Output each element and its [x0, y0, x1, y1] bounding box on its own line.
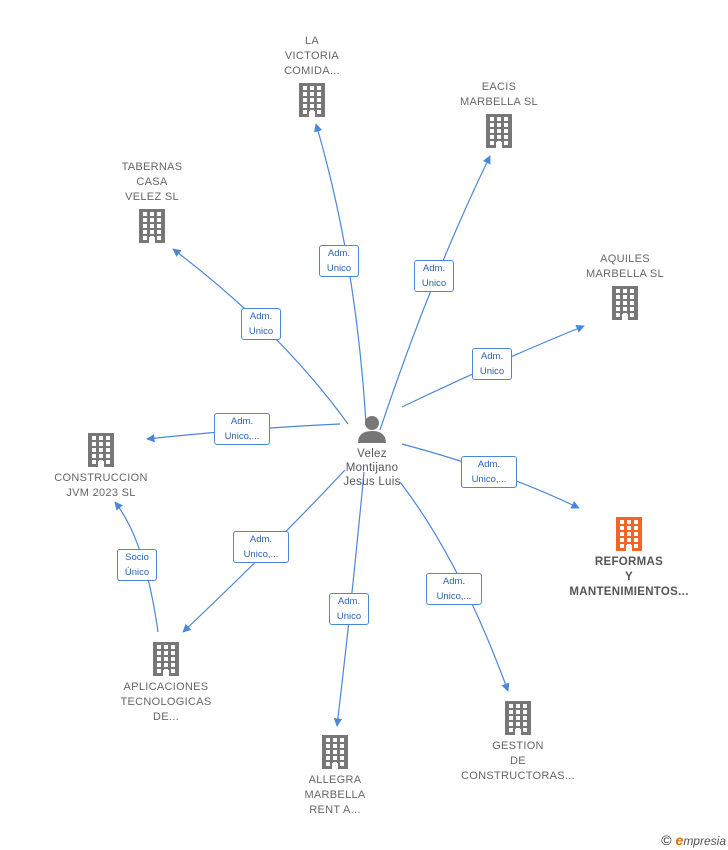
- edge-label-line: Unico: [326, 263, 352, 274]
- edge-label[interactable]: Adm. Unico: [414, 260, 454, 292]
- edge-label-line: Adm.: [480, 351, 504, 362]
- edge-eacis: [379, 155, 491, 431]
- edge-label[interactable]: Adm. Unico,...: [233, 531, 289, 563]
- edge-label-line: Unico,...: [436, 591, 472, 602]
- node-label: TABERNAS CASA VELEZ SL: [121, 161, 183, 203]
- node-label: AQUILES MARBELLA SL: [586, 253, 664, 280]
- edge-label-line: Socio: [125, 552, 149, 563]
- edge-label[interactable]: Adm. Unico: [472, 348, 512, 380]
- company-node-aplicaciones[interactable]: APLICACIONES TECNOLOGICAS DE...: [91, 642, 241, 725]
- person-icon: [297, 415, 447, 443]
- edge-label-line: Adm.: [337, 596, 361, 607]
- edge-label-line: Adm.: [327, 248, 351, 259]
- edge-label[interactable]: Adm. Unico,...: [214, 413, 270, 445]
- edge-label-line: Unico,...: [243, 549, 279, 560]
- node-label: REFORMAS Y MANTENIMIENTOS...: [569, 556, 689, 598]
- edge-label[interactable]: Adm. Unico: [241, 308, 281, 340]
- edge-label-line: Unico,...: [471, 474, 507, 485]
- building-icon: [424, 114, 574, 148]
- edge-label-line: Unico: [336, 611, 362, 622]
- building-icon: [443, 701, 593, 735]
- building-icon: [77, 209, 227, 243]
- node-label: Velez Montijano Jesus Luis: [343, 448, 401, 488]
- brand-footer[interactable]: ©empresia: [661, 832, 726, 848]
- person-node[interactable]: Velez Montijano Jesus Luis: [297, 415, 447, 489]
- company-node-tabernas[interactable]: TABERNAS CASA VELEZ SL: [77, 160, 227, 243]
- edge-label-line: Adm.: [422, 263, 446, 274]
- edge-label[interactable]: Adm. Unico,...: [426, 573, 482, 605]
- node-label: LA VICTORIA COMIDA...: [284, 35, 340, 77]
- edge-label-line: Adm.: [249, 311, 273, 322]
- building-icon: [550, 286, 700, 320]
- edge-label-line: Unico: [479, 366, 505, 377]
- building-icon: [91, 642, 241, 676]
- building-icon: [260, 735, 410, 769]
- edge-label-line: Unico: [248, 326, 274, 337]
- edge-label-line: Único: [124, 567, 150, 578]
- building-icon: [554, 517, 704, 551]
- company-node-gestion[interactable]: GESTION DE CONSTRUCTORAS...: [443, 701, 593, 784]
- company-node-construccion[interactable]: CONSTRUCCION JVM 2023 SL: [26, 433, 176, 501]
- building-icon: [237, 83, 387, 117]
- edge-label-line: Adm.: [249, 534, 273, 545]
- edge-label[interactable]: Adm. Unico: [319, 245, 359, 277]
- edge-label-line: Adm.: [477, 459, 501, 470]
- company-node-reformas[interactable]: REFORMAS Y MANTENIMIENTOS...: [554, 517, 704, 600]
- node-label: EACIS MARBELLA SL: [460, 81, 538, 108]
- company-node-aquiles[interactable]: AQUILES MARBELLA SL: [550, 252, 700, 320]
- edge-label-line: Adm.: [230, 416, 254, 427]
- node-label: APLICACIONES TECNOLOGICAS DE...: [120, 681, 212, 723]
- company-node-la-victoria[interactable]: LA VICTORIA COMIDA...: [237, 34, 387, 117]
- node-label: ALLEGRA MARBELLA RENT A...: [304, 774, 366, 816]
- node-label: GESTION DE CONSTRUCTORAS...: [461, 740, 575, 782]
- edge-label-line: Unico: [421, 278, 447, 289]
- edge-label[interactable]: Adm. Unico,...: [461, 456, 517, 488]
- edge-label-line: Adm.: [442, 576, 466, 587]
- copyright-icon: ©: [661, 832, 672, 848]
- company-node-allegra[interactable]: ALLEGRA MARBELLA RENT A...: [260, 735, 410, 818]
- brand-name: mpresia: [683, 834, 726, 848]
- node-label: CONSTRUCCION JVM 2023 SL: [54, 472, 148, 499]
- brand-logo: e: [675, 832, 684, 848]
- building-icon: [26, 433, 176, 467]
- company-node-eacis[interactable]: EACIS MARBELLA SL: [424, 80, 574, 148]
- edge-label-line: Unico,...: [224, 431, 260, 442]
- edge-label[interactable]: Adm. Unico: [329, 593, 369, 625]
